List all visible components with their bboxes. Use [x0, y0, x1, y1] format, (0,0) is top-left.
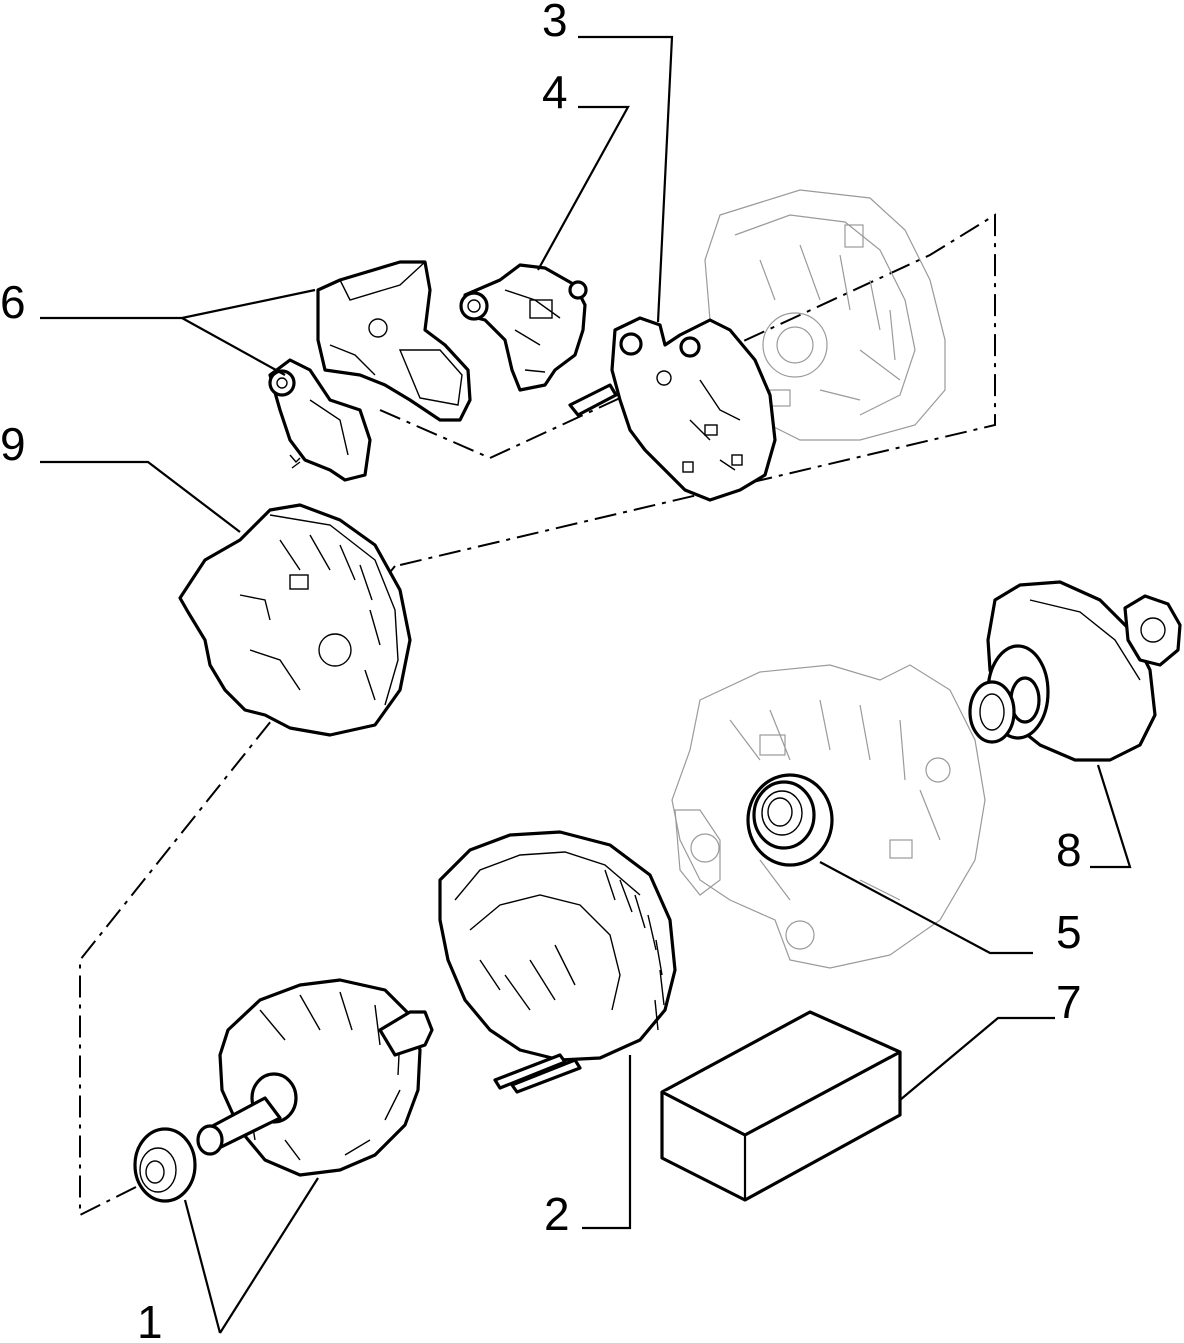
- callout-4: 4: [542, 66, 568, 118]
- voltage-regulator: [459, 263, 588, 392]
- callout-8: 8: [1056, 824, 1082, 876]
- rectifier-plate: [568, 316, 777, 502]
- rotor: [133, 978, 434, 1203]
- brush-holder-assembly: [268, 260, 472, 482]
- callout-7: 7: [1056, 976, 1082, 1028]
- assembly-axis-lines: [79, 213, 996, 1217]
- stator: [438, 830, 677, 1094]
- callout-labels: 1 2 3 4 5 6 7 8 9: [0, 0, 1082, 1343]
- callout-9: 9: [0, 418, 26, 470]
- callout-3: 3: [542, 0, 568, 46]
- leader-lines: [40, 35, 1132, 1334]
- callout-2: 2: [544, 1188, 570, 1240]
- callout-6: 6: [0, 276, 26, 328]
- front-bearing: [746, 773, 834, 867]
- repair-kit-box: [660, 1010, 902, 1202]
- callout-1: 1: [137, 1296, 163, 1343]
- pulley: [968, 580, 1182, 762]
- front-housing-ghost: [671, 664, 986, 969]
- rear-end-cover: [178, 503, 412, 737]
- callout-5: 5: [1056, 906, 1082, 958]
